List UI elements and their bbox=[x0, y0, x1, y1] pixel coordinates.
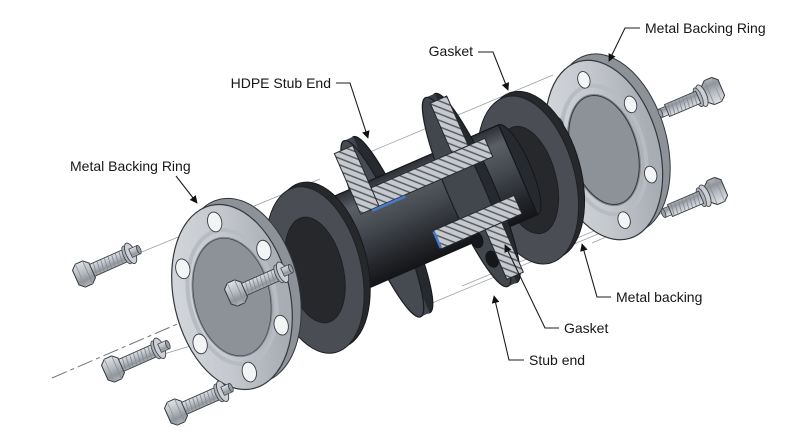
label-metal-backing-ring-left: Metal Backing Ring bbox=[70, 158, 191, 174]
leader-gasket-bottom bbox=[504, 244, 559, 329]
bolt-hole bbox=[192, 333, 208, 355]
leader-stub-end bbox=[491, 295, 524, 361]
leader-metal-backing-right bbox=[580, 243, 611, 298]
bolt-hole bbox=[617, 211, 631, 229]
bolt-hole bbox=[577, 71, 591, 89]
nut-bolt-fastener bbox=[653, 75, 727, 127]
leader-metal-backing-ring-top bbox=[608, 27, 640, 62]
leader-metal-backing-ring-left bbox=[175, 175, 198, 204]
label-metal-backing-ring-top: Metal Backing Ring bbox=[645, 20, 766, 36]
bolt-hole bbox=[644, 165, 658, 184]
bolt-hole bbox=[623, 95, 638, 114]
bolt-hole bbox=[207, 211, 223, 233]
cutaway-flange-right-bottom bbox=[484, 221, 524, 280]
cutaway-flange-left bbox=[333, 144, 380, 215]
leader-hdpe-stub-end bbox=[336, 82, 370, 139]
label-metal-backing-right: Metal backing bbox=[616, 289, 702, 305]
ring-bore-edge bbox=[191, 236, 273, 358]
label-stub-end: Stub end bbox=[529, 352, 585, 368]
bolt-hole bbox=[175, 258, 191, 280]
label-gasket-bottom: Gasket bbox=[564, 320, 608, 336]
hdpe-stub-end-assembly bbox=[312, 92, 542, 318]
bolt-fastener bbox=[99, 331, 176, 385]
fusion-bead-bottom bbox=[432, 230, 443, 249]
annotations: HDPE Stub End Gasket Metal Backing Ring … bbox=[70, 20, 766, 368]
bolt-hole bbox=[241, 361, 257, 383]
fusion-bead-top bbox=[371, 195, 406, 212]
bolt-fastener bbox=[70, 236, 147, 290]
stub-flange-right-face bbox=[421, 96, 512, 288]
label-hdpe-stub-end: HDPE Stub End bbox=[231, 75, 331, 91]
hole-alignment-line bbox=[369, 74, 554, 153]
label-gasket-top: Gasket bbox=[429, 43, 473, 59]
cutaway-flange-right-top bbox=[429, 95, 469, 154]
bolt-hole bbox=[273, 314, 289, 336]
leader-gasket-top bbox=[478, 51, 510, 91]
bolt-hole bbox=[256, 239, 272, 261]
